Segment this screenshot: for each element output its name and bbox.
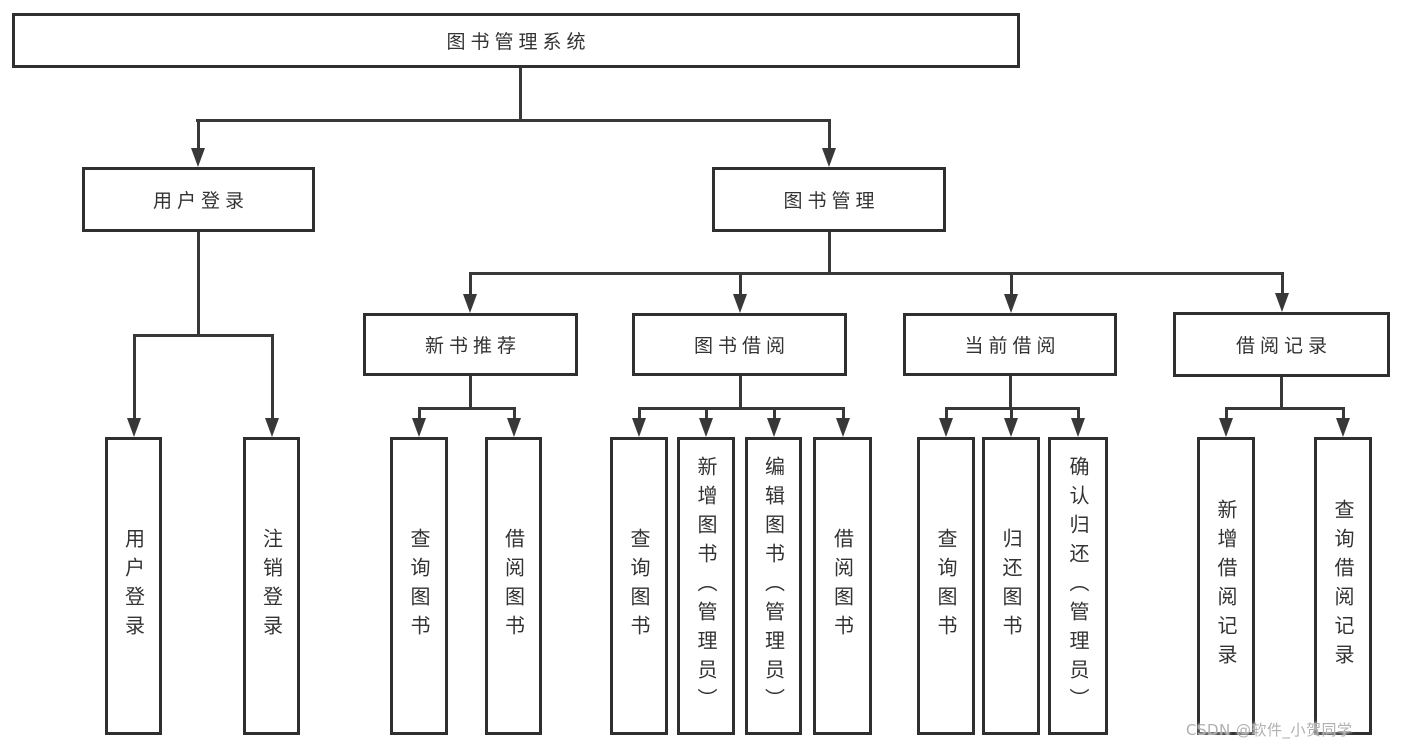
connector-line [468,273,472,297]
node-label: 查询图书 [407,528,431,644]
node-leaf-user-login: 用户登录 [105,437,162,735]
arrow-down-icon [767,418,781,437]
csdn-watermark: CSDN @软件_小贺同学 [1186,721,1353,739]
arrow-down-icon [265,418,279,437]
arrow-down-icon [191,148,205,167]
node-label: 借阅记录 [1235,335,1332,357]
connector-line [637,406,845,410]
arrow-down-icon [507,418,521,437]
connector-line [1224,406,1345,410]
connector-line [1279,377,1283,409]
node-label: 确认归还（管理员） [1066,455,1090,717]
connector-line [196,232,200,336]
connector-line [132,335,136,421]
arrow-down-icon [632,418,646,437]
node-label: 查询图书 [627,528,651,644]
node-label: 用户登录 [152,190,249,212]
node-label: 图书管理系统 [446,31,591,53]
connector-line [1076,408,1080,421]
node-label: 图书借阅 [693,335,790,357]
node-label: 新书推荐 [424,335,521,357]
connector-line [1224,408,1228,421]
connector-line [417,408,421,421]
node-label: 当前借阅 [964,335,1061,357]
node-label: 图书管理 [783,190,880,212]
connector-line [196,120,200,151]
node-leaf-logout: 注销登录 [243,437,300,735]
connector-line [417,406,516,410]
node-new-book-rec: 新书推荐 [363,313,578,376]
node-leaf-br-query: 查询借阅记录 [1314,437,1372,735]
connector-line [1009,408,1013,421]
node-label: 新增图书（管理员） [694,455,718,717]
node-leaf-bb-borrow: 借阅图书 [813,437,872,735]
connector-line [1280,273,1284,296]
node-label: 归还图书 [999,528,1023,644]
arrow-down-icon [1004,418,1018,437]
connector-line [468,271,1284,275]
arrow-down-icon [1071,418,1085,437]
connector-line [738,273,742,297]
node-leaf-cb-return: 归还图书 [982,437,1040,735]
node-leaf-br-add: 新增借阅记录 [1197,437,1255,735]
connector-line [468,376,472,409]
connector-line [1341,408,1345,421]
arrow-down-icon [463,294,477,313]
connector-line [1009,273,1013,297]
arrow-down-icon [412,418,426,437]
node-leaf-cb-query: 查询图书 [917,437,975,735]
arrow-down-icon [1336,418,1350,437]
arrow-down-icon [822,148,836,167]
arrow-down-icon [1275,293,1289,312]
arrow-down-icon [1004,294,1018,313]
connector-line [1008,376,1012,409]
arrow-down-icon [127,418,141,437]
connector-line [827,120,831,151]
node-leaf-bb-edit: 编辑图书（管理员） [745,437,802,735]
connector-line [518,68,522,121]
node-book-borrow: 图书借阅 [632,313,847,376]
connector-line [270,335,274,421]
node-borrow-records: 借阅记录 [1173,312,1390,377]
node-label: 查询图书 [934,528,958,644]
node-label: 用户登录 [121,528,146,644]
node-label: 编辑图书（管理员） [761,455,786,717]
node-leaf-cb-confirm: 确认归还（管理员） [1048,437,1108,735]
arrow-down-icon [836,418,850,437]
arrow-down-icon [1219,418,1233,437]
connector-line [738,376,742,409]
node-user-login: 用户登录 [82,167,315,232]
connector-line [944,408,948,421]
connector-line [195,118,831,122]
connector-line [841,408,845,421]
connector-line [704,408,708,421]
node-leaf-nb-query: 查询图书 [390,437,448,735]
node-current-borrow: 当前借阅 [903,313,1117,376]
node-label: 借阅图书 [830,528,855,644]
node-label: 查询借阅记录 [1331,499,1355,673]
connector-line [132,333,274,337]
connector-line [772,408,776,421]
node-label: 借阅图书 [501,528,526,644]
node-label: 新增借阅记录 [1214,499,1238,673]
arrow-down-icon [733,294,747,313]
connector-line [512,408,516,421]
node-leaf-bb-query: 查询图书 [610,437,668,735]
arrow-down-icon [939,418,953,437]
connector-line [827,232,831,274]
node-root: 图书管理系统 [12,13,1020,68]
arrow-down-icon [699,418,713,437]
node-book-mgmt: 图书管理 [712,167,946,232]
node-leaf-nb-borrow: 借阅图书 [485,437,542,735]
node-label: 注销登录 [259,528,284,644]
node-leaf-bb-add: 新增图书（管理员） [677,437,735,735]
connector-line [637,408,641,421]
